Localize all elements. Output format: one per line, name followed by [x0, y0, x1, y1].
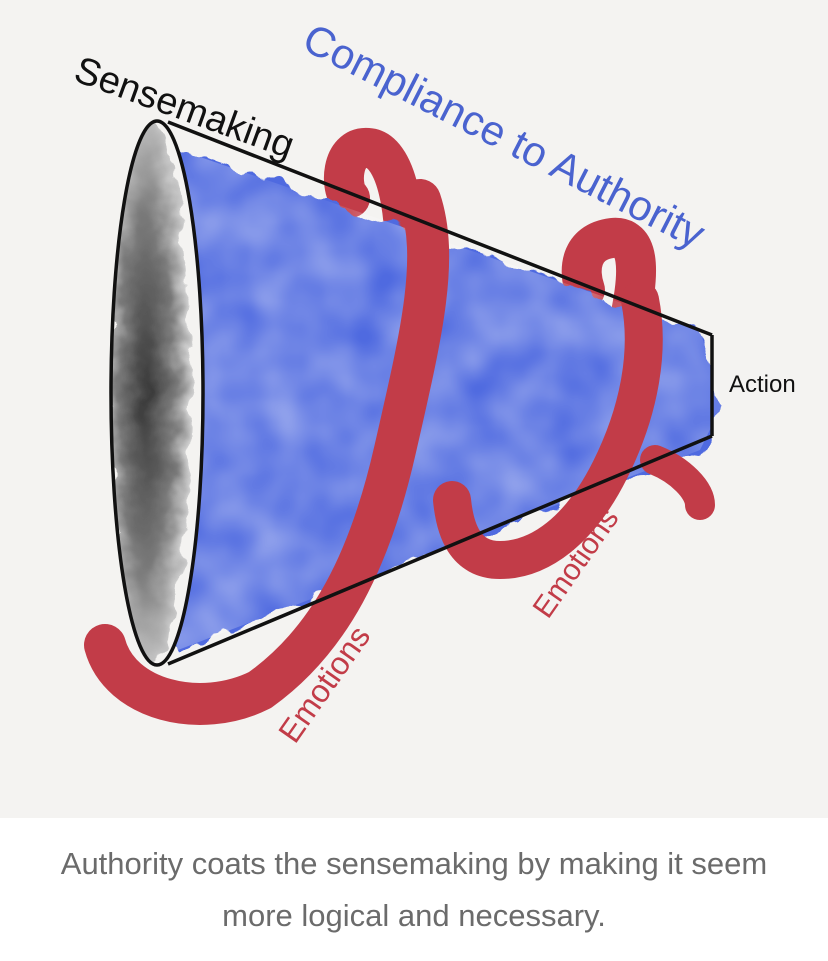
cone-mouth [111, 121, 203, 665]
cone-diagram: Sensemaking Compliance to Authority Acti… [69, 14, 796, 749]
sensemaking-label: Sensemaking [69, 49, 300, 167]
cone-outline [109, 119, 714, 667]
cone-body [150, 150, 722, 650]
emotions-coil-front [84, 179, 715, 725]
action-label: Action [729, 371, 796, 398]
diagram-figure: Sensemaking Compliance to Authority Acti… [0, 0, 828, 818]
caption-text: Authority coats the sensemaking by makin… [60, 845, 768, 933]
figure-caption: Authority coats the sensemaking by makin… [0, 818, 828, 961]
